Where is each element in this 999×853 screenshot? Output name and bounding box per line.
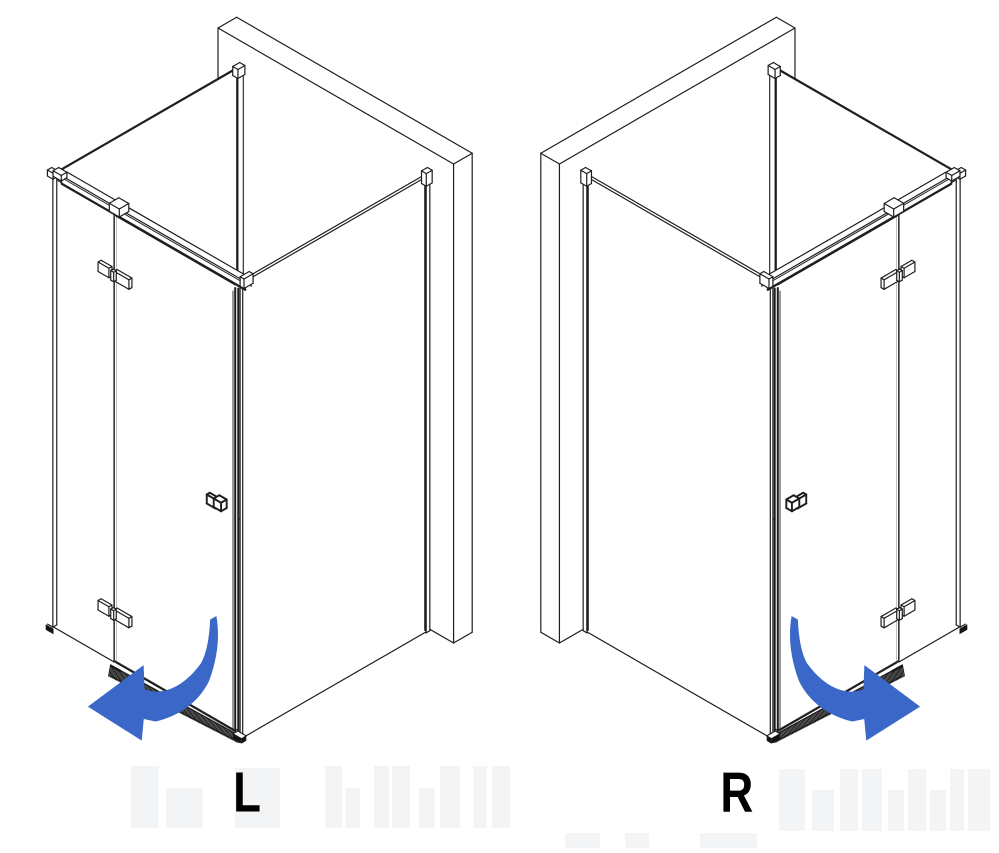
svg-text:L: L bbox=[233, 760, 261, 824]
svg-text:R: R bbox=[720, 760, 753, 824]
